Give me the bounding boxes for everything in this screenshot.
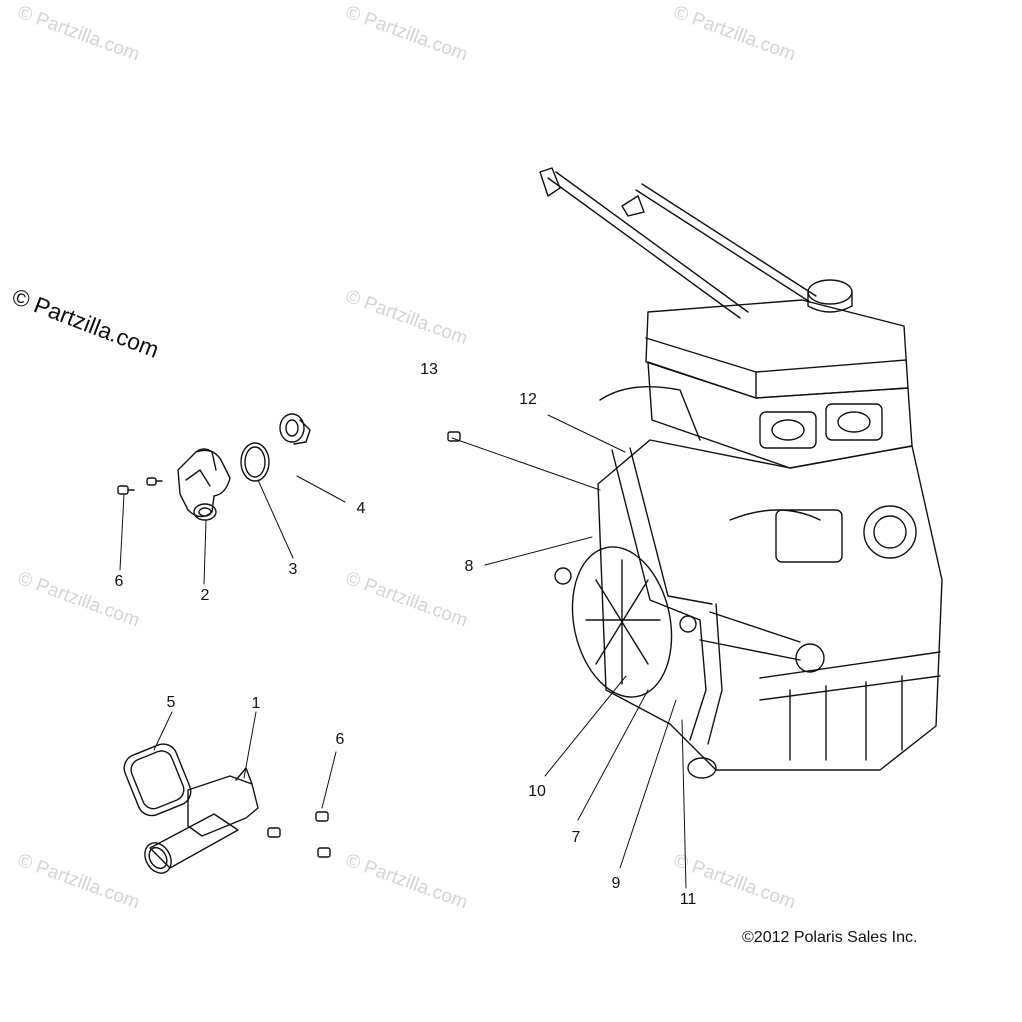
o-ring-icon — [240, 442, 270, 482]
valve-cover-icon — [645, 299, 909, 399]
bolt-icon — [267, 811, 331, 858]
callout-2: 2 — [200, 587, 210, 604]
callout-7: 7 — [571, 829, 581, 846]
stator-cover-icon — [554, 546, 673, 698]
cylinder-head-icon — [647, 361, 913, 469]
oil-filter-icon — [775, 505, 917, 563]
callout-13: 13 — [420, 361, 438, 378]
water-outlet-icon — [144, 767, 259, 874]
bolt-icon — [117, 477, 163, 495]
coolant-hose-icon — [599, 386, 825, 779]
callout-12: 12 — [519, 391, 537, 408]
callout-6: 6 — [114, 573, 124, 590]
engine-assembly-icon — [447, 167, 943, 779]
oil-cap-icon — [807, 279, 853, 313]
thermostat-housing-icon — [177, 448, 231, 521]
callout-1: 1 — [251, 695, 261, 712]
callout-11: 11 — [679, 891, 697, 908]
thermostat-icon — [279, 413, 311, 445]
callout-6: 6 — [335, 731, 345, 748]
breather-hose-icon — [539, 167, 817, 319]
callout-8: 8 — [464, 558, 474, 575]
callout-4: 4 — [356, 500, 366, 517]
callout-3: 3 — [288, 561, 298, 578]
callout-10: 10 — [528, 783, 546, 800]
callout-5: 5 — [166, 694, 176, 711]
crankcase-icon — [597, 439, 943, 771]
gasket-icon — [123, 743, 192, 817]
fitting-icon — [447, 431, 697, 633]
leader-lines — [119, 414, 687, 889]
callout-9: 9 — [611, 875, 621, 892]
copyright-notice: ©2012 Polaris Sales Inc. — [742, 929, 918, 946]
